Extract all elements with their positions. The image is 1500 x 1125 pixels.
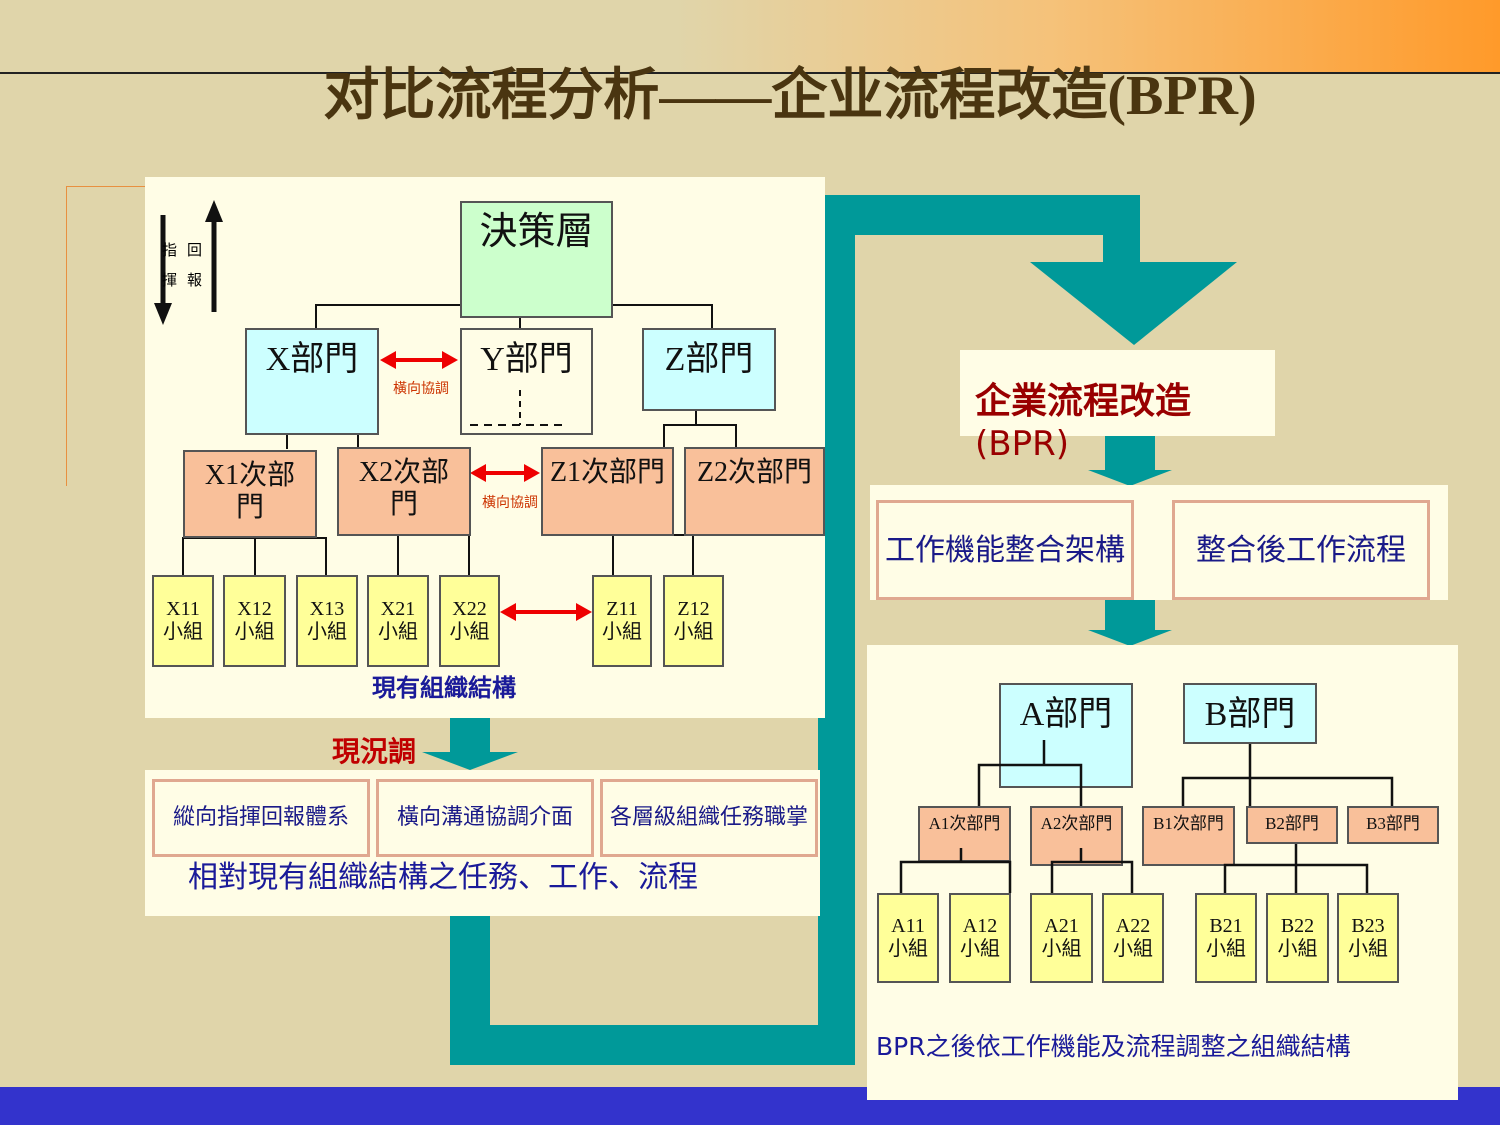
future-structure-caption: BPR之後依工作機能及流程調整之組織結構	[876, 1032, 1351, 1061]
subdept-box: A2次部門	[1030, 806, 1123, 866]
subdept-box: X1次部門	[183, 450, 317, 538]
bpr-label-box	[960, 350, 1275, 436]
divider	[0, 72, 1500, 74]
flow-pipe	[450, 1025, 855, 1065]
output-box: 整合後工作流程	[1172, 500, 1430, 600]
group-box: X13小組	[296, 575, 358, 667]
dept-box: X部門	[245, 328, 379, 435]
down-arrow-icon	[1088, 597, 1172, 646]
bpr-label: 企業流程改造	[975, 381, 1192, 422]
group-box: B21小組	[1195, 893, 1257, 983]
decor-frame	[66, 186, 146, 486]
group-box: X21小組	[367, 575, 429, 667]
group-box: A12小組	[949, 893, 1011, 983]
decision-layer-box: 決策層	[460, 201, 613, 318]
top-bar	[0, 0, 1500, 72]
subdept-box: B1次部門	[1142, 806, 1235, 866]
group-box: A21小組	[1030, 893, 1093, 983]
subdept-box: Z2次部門	[684, 447, 825, 536]
dept-box: Y部門	[460, 328, 593, 435]
slide-title: 对比流程分析——企业流程改造(BPR)	[323, 65, 1257, 127]
coordination-note: 橫向協調	[393, 381, 449, 397]
group-box: B23小組	[1337, 893, 1399, 983]
dept-box: B部門	[1183, 683, 1317, 744]
group-box: A22小組	[1102, 893, 1164, 983]
bpr-sub: (BPR)	[975, 424, 1069, 464]
group-box: Z12小組	[663, 575, 724, 667]
down-arrow-icon	[1030, 262, 1237, 345]
status-label: 現況調	[332, 735, 417, 768]
dept-box: Z部門	[642, 328, 776, 411]
flow-pipe	[1103, 195, 1140, 270]
issues-caption: 相對現有組織結構之任務、工作、流程	[188, 860, 698, 895]
subdept-box: B2部門	[1246, 806, 1338, 844]
coordination-note: 橫向協調	[482, 495, 538, 511]
report-label: 回報	[187, 241, 203, 289]
output-box: 工作機能整合架構	[876, 500, 1134, 600]
issue-box: 橫向溝通協調介面	[376, 779, 594, 857]
subdept-box: X2次部門	[337, 447, 471, 536]
down-arrow-icon	[422, 718, 518, 770]
group-box: Z11小組	[592, 575, 652, 667]
group-box: X12小組	[223, 575, 286, 667]
subdept-box: A1次部門	[918, 806, 1011, 862]
group-box: X22小組	[439, 575, 500, 667]
group-box: X11小組	[152, 575, 214, 667]
dept-box: A部門	[999, 683, 1133, 788]
future-structure-panel	[867, 645, 1458, 1100]
group-box: B22小組	[1266, 893, 1329, 983]
subdept-box: B3部門	[1347, 806, 1439, 844]
subdept-box: Z1次部門	[541, 447, 674, 536]
issue-box: 各層級組織任務職掌	[600, 779, 818, 857]
down-arrow-icon	[1088, 435, 1172, 486]
command-label: 指揮	[162, 241, 178, 289]
current-structure-caption: 現有組織結構	[372, 674, 516, 702]
group-box: A11小組	[877, 893, 939, 983]
flow-pipe	[818, 195, 1140, 235]
issue-box: 縱向指揮回報體系	[152, 779, 370, 857]
